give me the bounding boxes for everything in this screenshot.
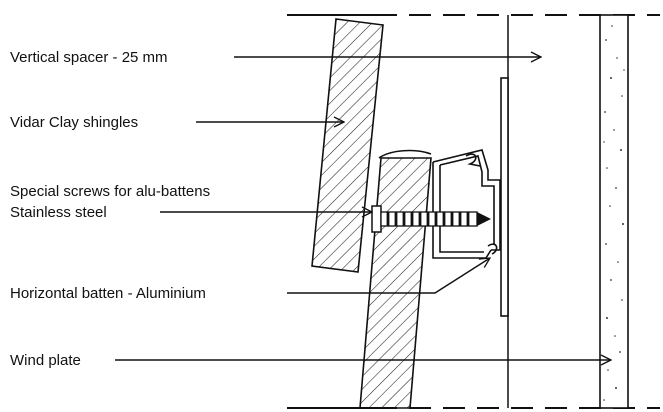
- clay-shingle-upper: [311, 18, 384, 273]
- leader-batten: [287, 258, 490, 294]
- label-vertical-spacer: Vertical spacer - 25 mm: [10, 49, 168, 66]
- clay-shingle-lower: [359, 157, 432, 409]
- label-clay-shingles: Vidar Clay shingles: [10, 114, 138, 131]
- aluminium-batten: [432, 149, 501, 259]
- wind-plate: [599, 14, 629, 409]
- leader-lines: [115, 57, 611, 360]
- label-screws-line2: Stainless steel: [10, 204, 107, 221]
- label-screws-line1: Special screws for alu-battens: [10, 183, 210, 200]
- label-horizontal-batten: Horizontal batten - Aluminium: [10, 285, 206, 302]
- vertical-spacer: [500, 77, 509, 317]
- shingle-hook: [378, 149, 432, 159]
- label-wind-plate: Wind plate: [10, 352, 81, 369]
- special-screw: [371, 205, 491, 233]
